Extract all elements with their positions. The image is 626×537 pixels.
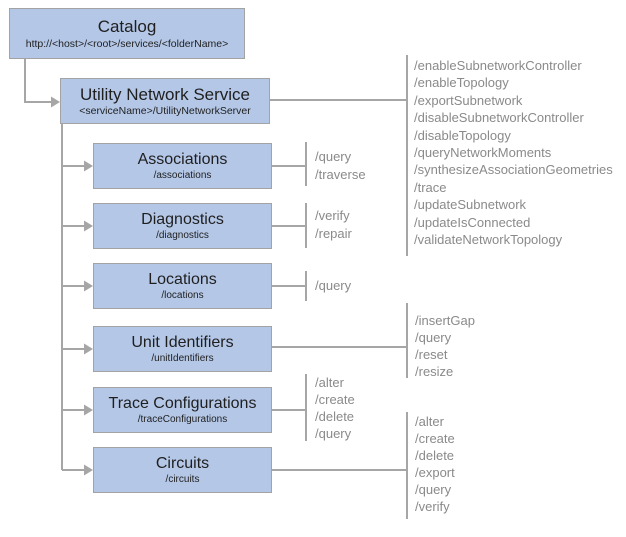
locations-operations-connector bbox=[272, 271, 307, 301]
operation-label: /create bbox=[315, 392, 355, 407]
operation-label: /query bbox=[315, 426, 352, 441]
associations-operations-connector bbox=[272, 142, 307, 186]
operation-label: /enableSubnetworkController bbox=[414, 58, 582, 73]
trace-configurations-operations-connector bbox=[272, 374, 307, 441]
operation-label: /repair bbox=[315, 226, 352, 241]
unit-identifiers-operations-list: /insertGap/query/reset/resize bbox=[415, 312, 475, 380]
operation-label: /disableSubnetworkController bbox=[414, 110, 584, 126]
circuits-node: Circuits /circuits bbox=[93, 447, 272, 493]
associations-node: Associations /associations bbox=[93, 143, 272, 189]
diagnostics-operations-connector bbox=[272, 203, 307, 248]
operation-label: /enableTopology bbox=[414, 75, 509, 91]
operation-label: /resize bbox=[415, 364, 454, 379]
catalog-node: Catalog http://<host>/<root>/services/<f… bbox=[9, 8, 245, 59]
service-title: Utility Network Service bbox=[79, 84, 251, 104]
circuits-operations-connector bbox=[272, 412, 408, 519]
operation-label: /disableTopology bbox=[414, 127, 511, 143]
service-operations-connector bbox=[270, 55, 408, 256]
operation-label: /updateIsConnected bbox=[414, 214, 531, 230]
resource-path: /diagnostics bbox=[156, 229, 209, 241]
diagnostics-operations-list: /verify/repair bbox=[315, 207, 352, 243]
unit-identifiers-node: Unit Identifiers /unitIdentifiers bbox=[93, 326, 272, 372]
circuits-operations-list: /alter/create/delete/export/query/verify bbox=[415, 413, 455, 515]
trace-configurations-operations-list: /alter/create/delete/query bbox=[315, 374, 355, 442]
associations-operations-list: /query/traverse bbox=[315, 148, 366, 184]
operation-label: /updateSubnetwork bbox=[414, 197, 527, 213]
operation-label: /alter bbox=[415, 414, 444, 429]
resource-title: Associations bbox=[137, 150, 228, 168]
branch-arrow-trace-configurations bbox=[62, 404, 93, 416]
operation-label: /verify bbox=[315, 208, 350, 223]
resource-title: Locations bbox=[148, 270, 217, 288]
branch-arrow-diagnostics bbox=[62, 220, 93, 232]
operation-label: /synthesizeAssociationGeometries bbox=[414, 162, 613, 178]
catalog-to-service-connector bbox=[24, 59, 60, 108]
operation-label: /export bbox=[415, 465, 455, 480]
operation-label: /alter bbox=[315, 375, 344, 390]
branch-arrow-locations bbox=[62, 280, 93, 292]
branch-arrow-associations bbox=[62, 160, 93, 172]
operation-label: /queryNetworkMoments bbox=[414, 144, 552, 160]
locations-operations-list: /query bbox=[315, 277, 351, 295]
operation-label: /delete bbox=[415, 448, 455, 463]
service-operations-list: /enableSubnetworkController/enableTopolo… bbox=[414, 57, 613, 248]
operation-label: /traverse bbox=[315, 167, 366, 182]
catalog-url: http://<host>/<root>/services/<folderNam… bbox=[25, 37, 229, 50]
branch-arrow-circuits bbox=[62, 464, 93, 476]
resource-title: Diagnostics bbox=[141, 210, 224, 228]
service-path: <serviceName>/UtilityNetworkServer bbox=[79, 105, 251, 118]
locations-node: Locations /locations bbox=[93, 263, 272, 309]
operation-label: /validateNetworkTopology bbox=[414, 231, 563, 247]
resource-path: /locations bbox=[161, 289, 204, 301]
trace-configurations-node: Trace Configurations /traceConfiguration… bbox=[93, 387, 272, 433]
operation-label: /query bbox=[415, 482, 452, 497]
operation-label: /delete bbox=[315, 409, 355, 424]
diagnostics-node: Diagnostics /diagnostics bbox=[93, 203, 272, 249]
operation-label: /reset bbox=[415, 347, 448, 362]
catalog-title: Catalog bbox=[97, 17, 157, 37]
resource-path: /circuits bbox=[165, 473, 200, 485]
resource-title: Circuits bbox=[155, 454, 210, 472]
resource-title: Trace Configurations bbox=[108, 394, 257, 412]
operation-label: /verify bbox=[415, 499, 450, 514]
resource-title: Unit Identifiers bbox=[131, 333, 234, 351]
operation-label: /query bbox=[315, 149, 352, 164]
operation-label: /exportSubnetwork bbox=[414, 92, 523, 108]
utility-network-service-node: Utility Network Service <serviceName>/Ut… bbox=[60, 78, 270, 124]
operation-label: /insertGap bbox=[415, 313, 475, 328]
branch-arrow-unit-identifiers bbox=[62, 343, 93, 355]
resource-path: /associations bbox=[153, 169, 212, 181]
resource-path: /unitIdentifiers bbox=[151, 352, 214, 364]
operation-label: /create bbox=[415, 431, 455, 446]
resource-path: /traceConfigurations bbox=[137, 413, 228, 425]
operation-label: /trace bbox=[414, 179, 447, 195]
operation-label: /query bbox=[415, 330, 452, 345]
unit-identifiers-operations-connector bbox=[272, 303, 408, 378]
operation-label: /query bbox=[315, 278, 352, 293]
